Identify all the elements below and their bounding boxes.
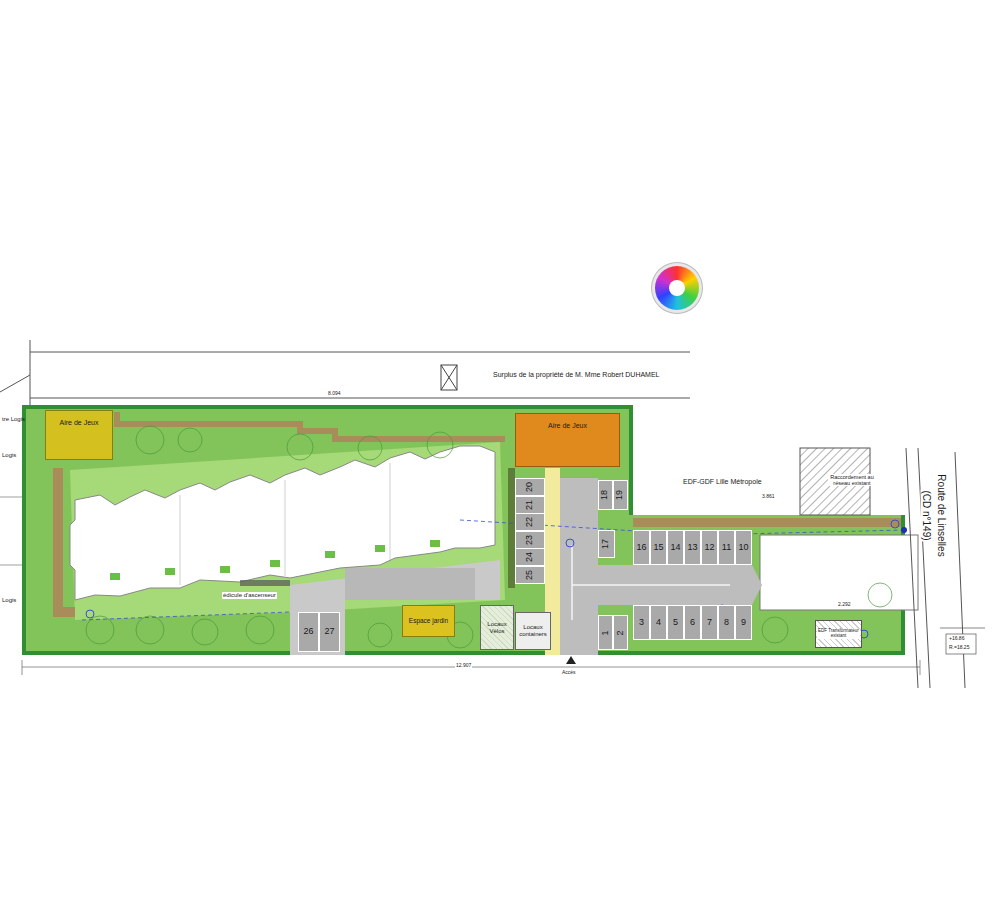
note: édicule d'ascenseur — [222, 592, 277, 599]
parking-space: 12 — [701, 530, 718, 565]
access-label: Accès — [562, 670, 576, 676]
parking-space: 11 — [718, 530, 735, 565]
road-name: (CD n°149) — [920, 489, 931, 541]
space-number: 4 — [656, 618, 661, 628]
parking-space: 5 — [667, 605, 684, 640]
parking-space: 13 — [684, 530, 701, 565]
space-number: 5 — [673, 618, 678, 628]
parking-space: 9 — [735, 605, 752, 640]
parking-space: 23 — [515, 531, 545, 549]
parking-space: 27 — [319, 612, 340, 652]
zone-label: Espace jardin — [409, 617, 448, 624]
site-zone: Aire de Jeux — [45, 410, 113, 460]
space-number: 22 — [525, 517, 535, 527]
parking-space: 20 — [515, 478, 545, 496]
site-zone: EDF Transformateur existant — [815, 620, 862, 648]
space-number: 11 — [722, 543, 731, 553]
space-number: 12 — [704, 543, 714, 553]
parking-space: 24 — [515, 548, 545, 566]
space-number: 16 — [636, 543, 646, 553]
level-mark: +16.86 — [949, 636, 964, 642]
space-number: 26 — [303, 627, 313, 637]
space-number: 9 — [741, 618, 746, 628]
site-zone: Aire de Jeux — [515, 413, 620, 467]
site-zone: Locaux Vélos — [480, 605, 514, 650]
space-number: 14 — [670, 543, 680, 553]
note: Raccordement au réseau existant — [828, 474, 876, 486]
space-number: 18 — [601, 490, 611, 500]
level-mark: R.=18.25 — [949, 645, 969, 651]
space-number: 8 — [724, 618, 729, 628]
road-name: Route de Linselles — [936, 473, 947, 557]
color-wheel — [655, 266, 699, 310]
zone-label: Locaux Vélos — [482, 621, 512, 634]
parking-space: 16 — [633, 530, 650, 565]
space-number: 21 — [525, 500, 535, 510]
parking-space: 8 — [718, 605, 735, 640]
space-number: 17 — [602, 539, 612, 549]
parking-space: 21 — [515, 496, 545, 514]
site-zone: Espace jardin — [402, 605, 455, 637]
parking-space: 17 — [598, 530, 615, 558]
owner-note: Surplus de la propriété de M. Mme Robert… — [493, 371, 660, 379]
neighbour-label: Logis — [2, 597, 16, 604]
space-number: 3 — [639, 618, 644, 628]
space-number: 7 — [707, 618, 712, 628]
parking-space: 1 — [598, 615, 613, 650]
zone-label: Locaux containers — [517, 624, 549, 637]
neighbour-label: EDF-GDF Lille Métropole — [683, 478, 762, 486]
dimension: 3.861 — [762, 494, 775, 500]
space-number: 6 — [690, 618, 695, 628]
parking-space: 2 — [613, 615, 628, 650]
parking-space: 22 — [515, 513, 545, 531]
parking-space: 25 — [515, 566, 545, 584]
space-number: 1 — [601, 630, 611, 635]
site-zone: Locaux containers — [515, 612, 551, 650]
dimension: 12.907 — [455, 663, 472, 669]
dimension: 2.292 — [838, 602, 851, 608]
space-number: 27 — [324, 627, 334, 637]
parking-space: 7 — [701, 605, 718, 640]
parking-space: 6 — [684, 605, 701, 640]
parking-space: 19 — [613, 480, 628, 510]
space-number: 25 — [525, 570, 535, 580]
zone-label: EDF Transformateur existant — [817, 629, 860, 639]
parking-space: 3 — [633, 605, 650, 640]
dimension: 8.094 — [327, 391, 342, 397]
parking-space: 18 — [598, 480, 613, 510]
space-number: 23 — [525, 535, 535, 545]
parking-space: 26 — [298, 612, 319, 652]
space-number: 15 — [653, 543, 663, 553]
space-number: 24 — [525, 552, 535, 562]
neighbour-label: Logis — [2, 452, 16, 459]
parking-space: 14 — [667, 530, 684, 565]
space-number: 20 — [525, 482, 535, 492]
space-number: 2 — [616, 630, 626, 635]
space-number: 13 — [687, 543, 697, 553]
neighbour-label: tre Logis — [2, 416, 25, 423]
space-number: 19 — [616, 490, 626, 500]
space-number: 10 — [738, 543, 748, 553]
zone-label: Aire de Jeux — [548, 422, 587, 430]
parking-space: 4 — [650, 605, 667, 640]
parking-space: 15 — [650, 530, 667, 565]
zone-label: Aire de Jeux — [60, 419, 99, 427]
parking-space: 10 — [735, 530, 752, 565]
